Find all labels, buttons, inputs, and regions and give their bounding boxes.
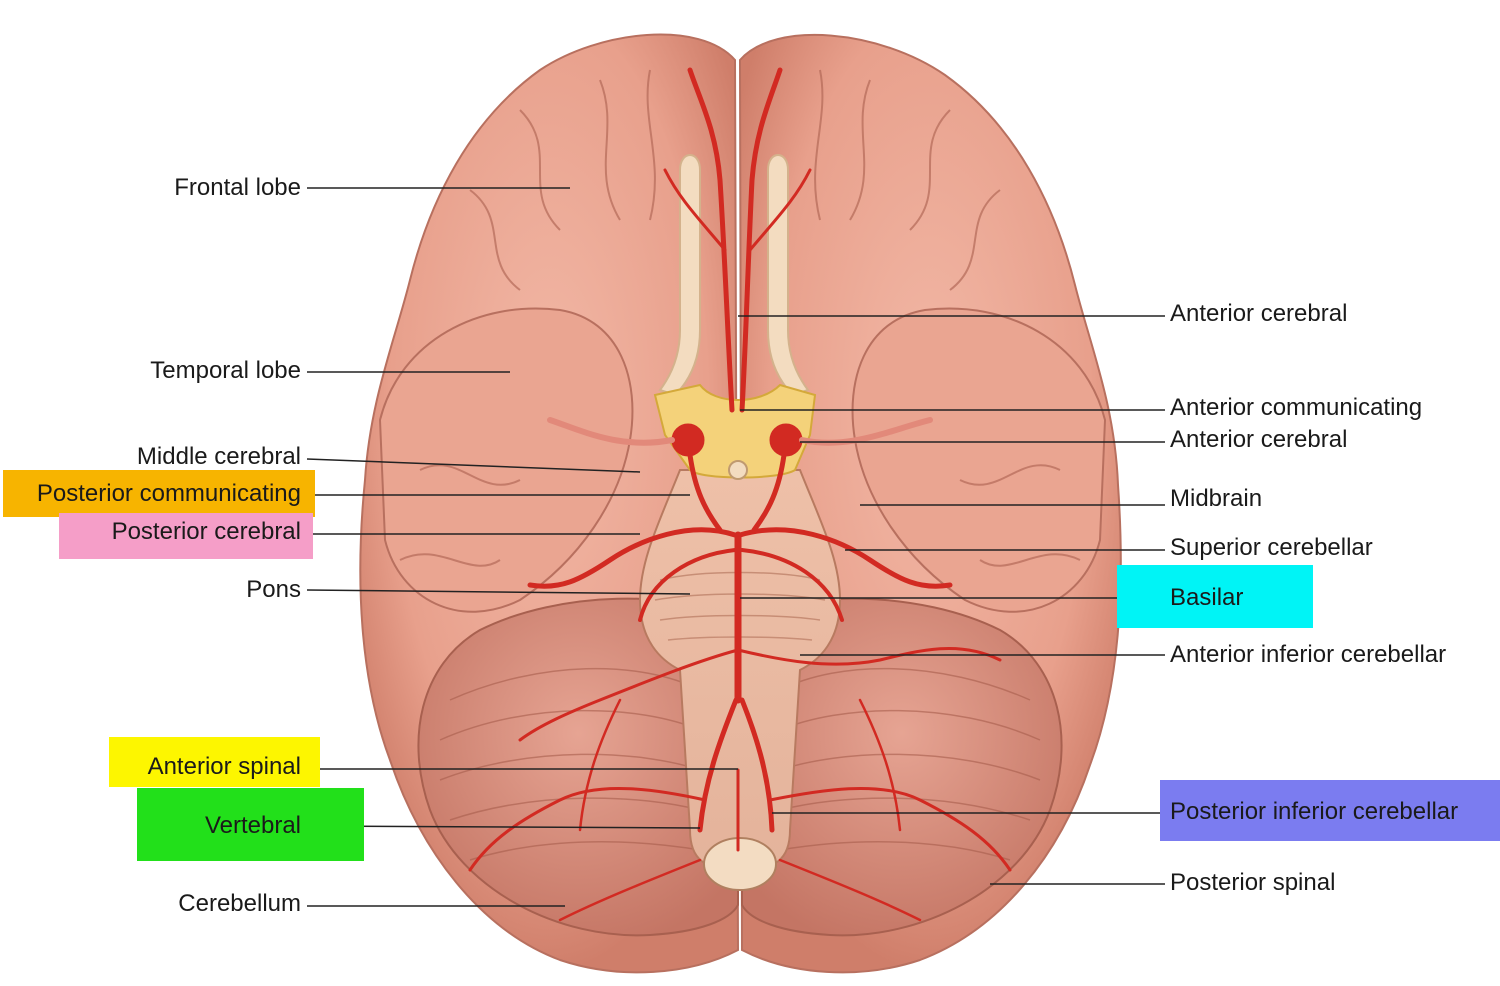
label-anterior-cerebral-1: Anterior cerebral [1170, 300, 1348, 327]
label-frontal-lobe: Frontal lobe [174, 174, 301, 201]
label-posterior-cerebral: Posterior cerebral [111, 518, 301, 545]
gyri-lines [399, 69, 1081, 567]
highlight-posterior-cerebral [59, 513, 313, 559]
highlight-basilar [1117, 565, 1313, 628]
label-middle-cerebral: Middle cerebral [136, 443, 301, 470]
label-anterior-cerebral-2: Anterior cerebral [1170, 426, 1348, 453]
label-anterior-communicating: Anterior communicating [1170, 394, 1423, 421]
label-posterior-communicating: Posterior communicating [36, 480, 301, 507]
label-midbrain: Midbrain [1170, 485, 1263, 512]
highlight-vertebral [137, 788, 364, 861]
label-pons: Pons [246, 576, 301, 603]
arteries [468, 67, 1012, 922]
left-optic-nerve [658, 154, 701, 397]
label-posterior-spinal: Posterior spinal [1170, 869, 1336, 896]
highlight-anterior-spinal [109, 737, 320, 787]
label-cerebellum: Cerebellum [178, 890, 301, 917]
label-temporal-lobe: Temporal lobe [150, 357, 301, 384]
pituitary-stalk [728, 460, 748, 480]
label-anterior-inferior-cerebellar: Anterior inferior cerebellar [1170, 641, 1447, 668]
label-anterior-spinal: Anterior spinal [147, 753, 301, 780]
label-vertebral: Vertebral [204, 812, 301, 839]
label-superior-cerebellar: Superior cerebellar [1170, 534, 1373, 561]
spinal-cord-section [703, 837, 777, 891]
highlight-posterior-communicating [3, 470, 315, 517]
leader-lines [306, 187, 1165, 907]
highlight-posterior-inferior-cerebellar [1160, 780, 1500, 841]
label-posterior-inferior-cerebellar: Posterior inferior cerebellar [1170, 798, 1459, 825]
label-basilar: Basilar [1170, 584, 1244, 611]
